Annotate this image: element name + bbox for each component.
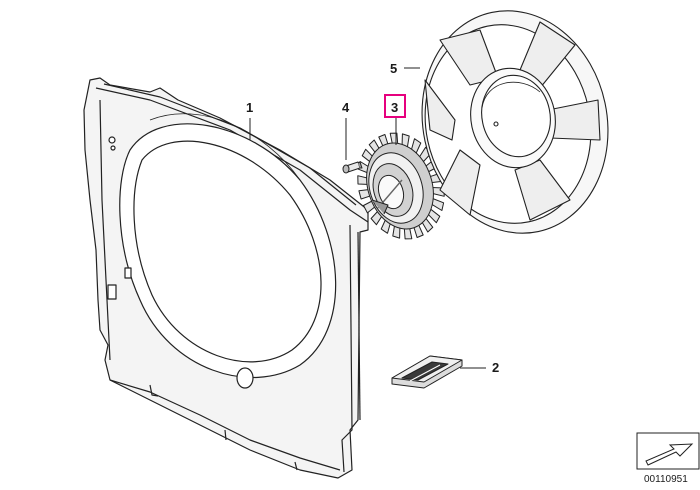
bolt-part-4[interactable]	[342, 161, 363, 174]
clip-part-2[interactable]	[391, 355, 463, 389]
callout-part-5: 5	[390, 61, 398, 76]
highlight-box-part-3	[384, 94, 406, 118]
reference-code: 00110951	[644, 474, 688, 485]
viscous-coupling-part-3[interactable]	[356, 132, 445, 240]
arrow-icon	[636, 432, 700, 470]
callout-part-3[interactable]: 3	[391, 100, 399, 115]
fan-shroud-part-1[interactable]	[83, 77, 369, 479]
fan-blade-part-5[interactable]	[402, 0, 629, 251]
callout-part-1: 1	[246, 100, 254, 115]
callout-part-4: 4	[342, 100, 350, 115]
leader-lines	[249, 67, 486, 369]
callout-part-2: 2	[492, 360, 500, 375]
